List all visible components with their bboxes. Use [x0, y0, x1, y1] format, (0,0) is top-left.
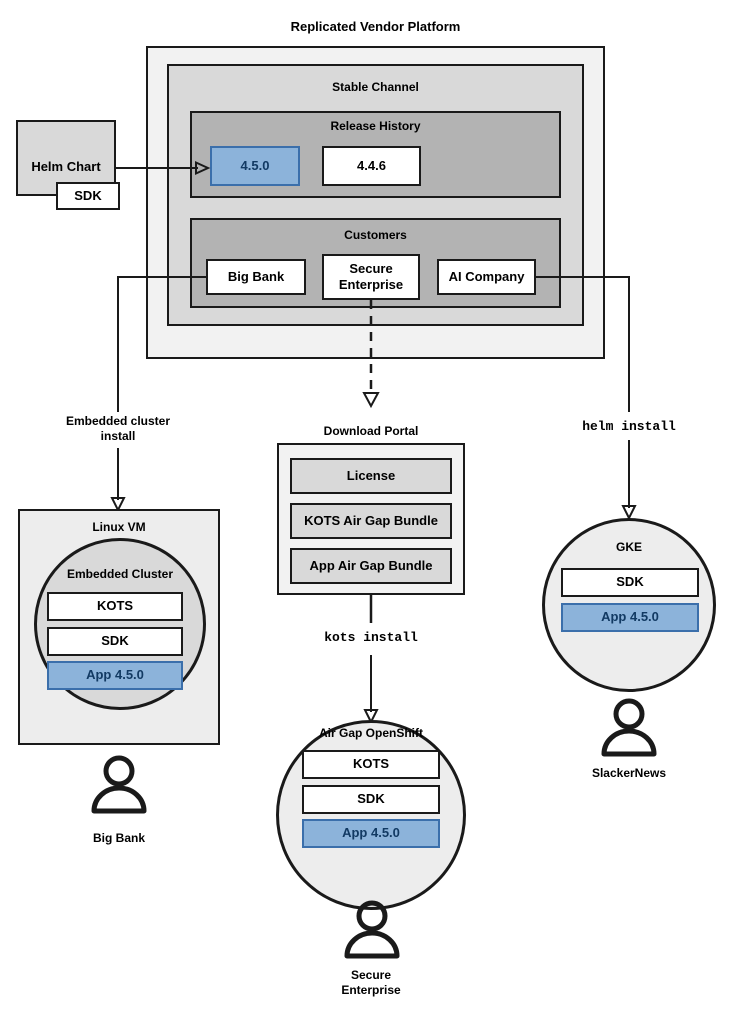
openshift-component-kots[interactable]: KOTS	[302, 750, 440, 779]
air-gap-openshift-label: Air Gap OpenShift	[318, 726, 423, 740]
persona-secure-enterprise-label: Secure Enterprise	[281, 968, 461, 998]
persona-secure-enterprise-line1: Secure	[350, 968, 392, 982]
customer-ai-company[interactable]: AI Company	[437, 259, 536, 295]
helm-chart-sdk-box[interactable]: SDK	[56, 182, 120, 210]
openshift-component-app[interactable]: App 4.5.0	[302, 819, 440, 848]
linux-vm-component-sdk[interactable]: SDK	[47, 627, 183, 656]
embedded-cluster-label: Embedded Cluster	[66, 567, 174, 581]
customer-big-bank[interactable]: Big Bank	[206, 259, 306, 295]
customer-secure-enterprise-line1: Secure	[349, 260, 393, 276]
helm-install-label: helm install	[582, 419, 676, 434]
linux-vm-label: Linux VM	[92, 520, 146, 534]
page-title: Replicated Vendor Platform	[290, 19, 461, 34]
embedded-install-label-line2: install	[100, 429, 136, 443]
helm-chart-label: Helm Chart	[31, 159, 101, 174]
gke-component-sdk[interactable]: SDK	[561, 568, 699, 597]
portal-artifact-kots-airgap[interactable]: KOTS Air Gap Bundle	[290, 503, 452, 539]
download-portal-label: Download Portal	[323, 424, 419, 438]
persona-big-bank-label: Big Bank	[92, 831, 145, 845]
customers-label: Customers	[344, 228, 407, 242]
openshift-component-sdk[interactable]: SDK	[302, 785, 440, 814]
persona-big-bank-icon	[91, 755, 147, 814]
release-history-label: Release History	[330, 119, 421, 133]
persona-slackernews-label: SlackerNews	[591, 766, 667, 780]
release-4-5-0[interactable]: 4.5.0	[210, 146, 300, 186]
customer-secure-enterprise[interactable]: Secure Enterprise	[322, 254, 420, 300]
gke-component-app[interactable]: App 4.5.0	[561, 603, 699, 632]
kots-install-label: kots install	[324, 630, 418, 645]
persona-slackernews-icon	[601, 698, 657, 757]
portal-artifact-app-airgap[interactable]: App Air Gap Bundle	[290, 548, 452, 584]
embedded-install-label: Embedded cluster install	[28, 414, 208, 444]
persona-secure-enterprise-line2: Enterprise	[341, 983, 401, 997]
gke-label: GKE	[615, 540, 642, 554]
persona-secure-enterprise-icon	[344, 900, 400, 959]
portal-artifact-license[interactable]: License	[290, 458, 452, 494]
embedded-install-label-line1: Embedded cluster	[65, 414, 171, 428]
stable-channel-label: Stable Channel	[332, 80, 419, 94]
release-4-4-6[interactable]: 4.4.6	[322, 146, 421, 186]
linux-vm-component-kots[interactable]: KOTS	[47, 592, 183, 621]
air-gap-openshift-circle	[276, 720, 466, 910]
linux-vm-component-app[interactable]: App 4.5.0	[47, 661, 183, 690]
customer-secure-enterprise-line2: Enterprise	[338, 277, 404, 292]
